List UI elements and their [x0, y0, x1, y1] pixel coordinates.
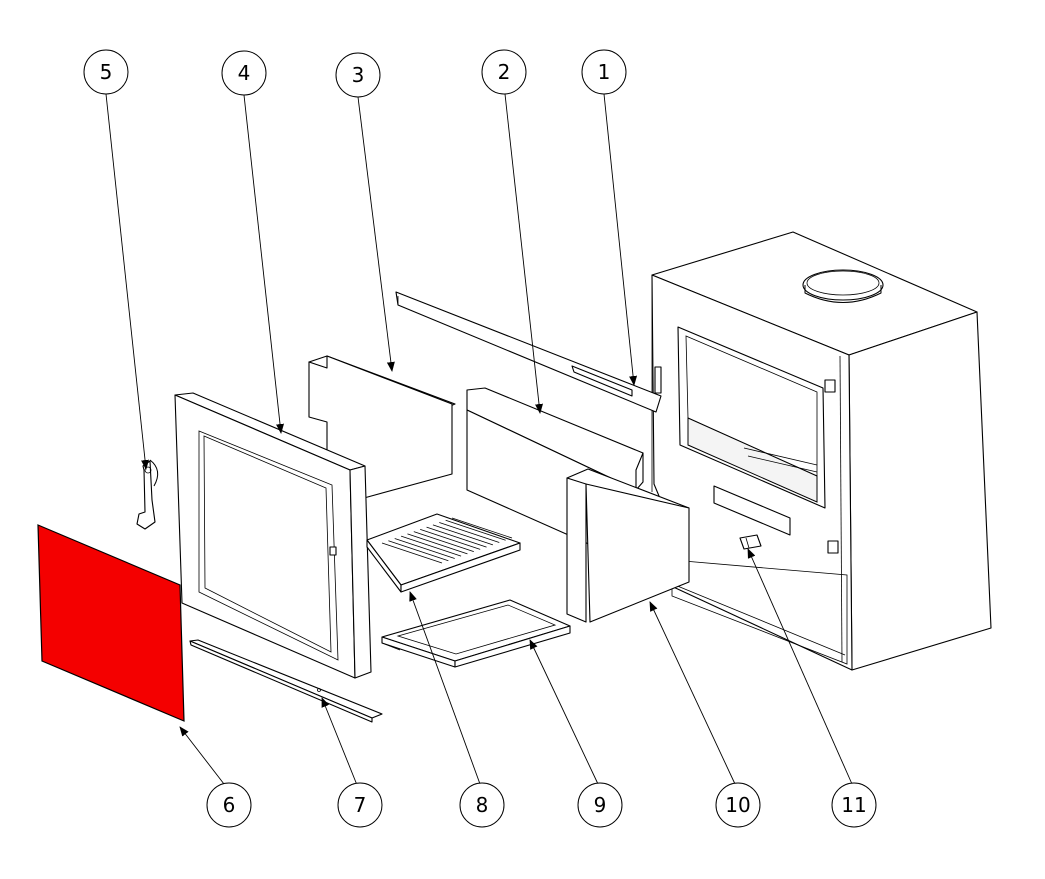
callout-label: 2: [498, 60, 511, 84]
callout-label: 9: [594, 793, 607, 817]
callout-10: 10: [715, 782, 761, 828]
grate-slot: [407, 533, 468, 555]
callout-7: 7: [337, 782, 383, 828]
grate-slot: [388, 540, 449, 562]
grate-slot: [400, 535, 462, 557]
grate-slot: [451, 517, 513, 539]
leader-lines: [105, 93, 853, 786]
callout-8: 8: [459, 782, 505, 828]
grate-slot: [445, 519, 506, 541]
door-handle-part-5: [136, 459, 159, 530]
front-firebrick-part-10: [566, 468, 690, 623]
glass-panel-part-6: [37, 524, 185, 722]
stove-body: [651, 231, 992, 671]
door-frame-part-4: [174, 392, 372, 679]
callout-4: 4: [221, 50, 267, 96]
callout-label: 6: [223, 793, 236, 817]
callout-label: 5: [100, 60, 113, 84]
callout-3: 3: [335, 52, 381, 98]
grate-slot: [420, 528, 481, 550]
grate-slot: [381, 542, 443, 564]
callout-1: 1: [581, 49, 627, 95]
ash-pan-part-9: [381, 599, 571, 668]
grate-slot: [394, 538, 455, 559]
callout-label: 8: [476, 793, 489, 817]
grate-slot: [426, 526, 487, 548]
callout-label: 11: [841, 793, 866, 817]
air-clip-part-11: [739, 534, 762, 550]
callout-2: 2: [481, 49, 527, 95]
grate-slot: [413, 531, 474, 553]
top-baffle-part-1: [395, 291, 662, 413]
grate-slot: [439, 522, 500, 543]
callout-label: 4: [238, 61, 251, 85]
callout-9: 9: [577, 782, 623, 828]
callout-5: 5: [83, 49, 129, 95]
callout-label: 1: [598, 60, 611, 84]
callout-label: 7: [354, 793, 367, 817]
callout-6: 6: [206, 782, 252, 828]
callout-11: 11: [831, 782, 877, 828]
callout-label: 3: [352, 63, 365, 87]
grate-slot: [432, 524, 494, 546]
grate-part-8: [366, 513, 521, 593]
callout-label: 10: [725, 793, 750, 817]
